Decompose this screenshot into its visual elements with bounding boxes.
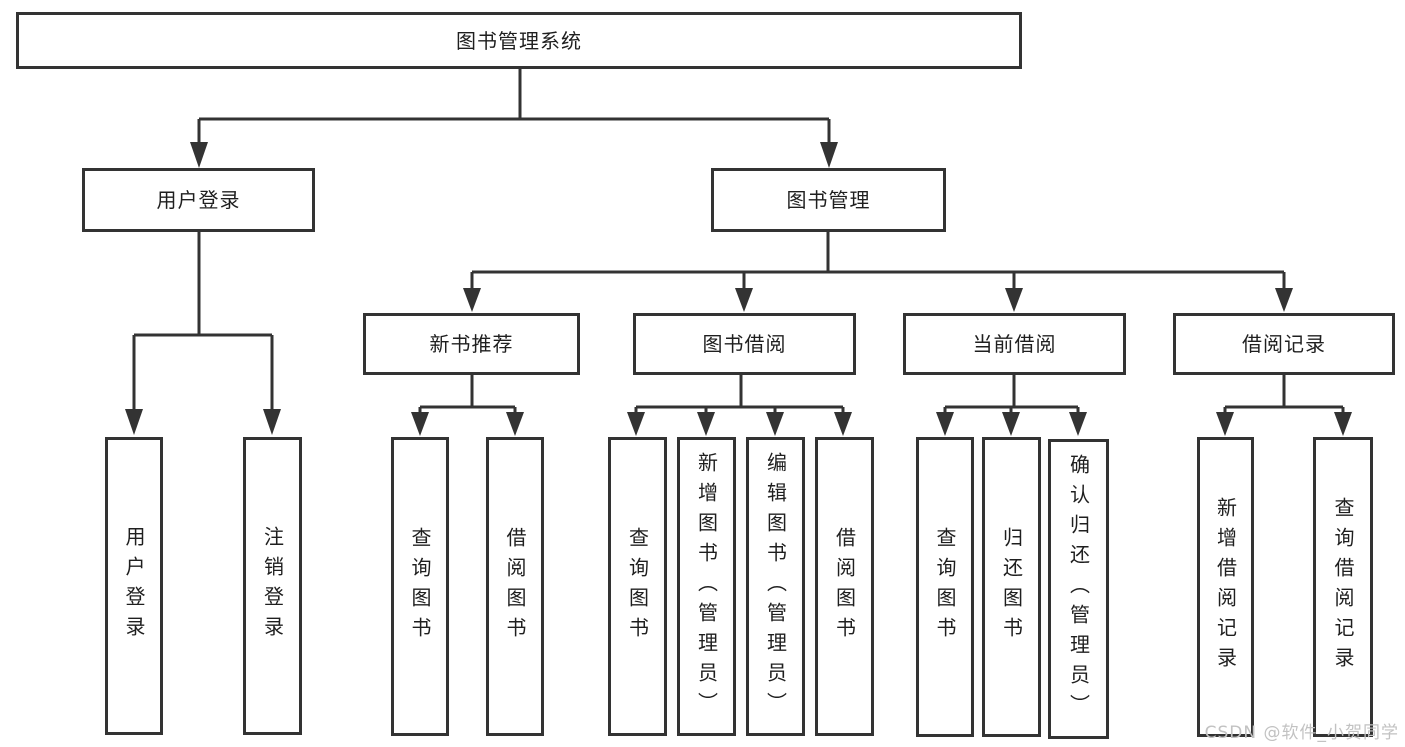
node-borrow-books-borrowing-label: 借阅图书 <box>832 526 857 647</box>
arrowhead <box>834 412 852 436</box>
node-current-borrowing-label: 当前借阅 <box>972 332 1057 356</box>
edge-current-borrowing-to-children <box>936 375 1087 436</box>
node-query-books-recommend: 查询图书 <box>391 437 449 736</box>
node-borrow-books-recommend: 借阅图书 <box>486 437 544 736</box>
node-add-borrow-record-label: 新增借阅记录 <box>1213 497 1238 677</box>
arrowhead <box>1002 412 1020 436</box>
node-query-books-borrowing-label: 查询图书 <box>625 526 650 647</box>
node-logout-action: 注销登录 <box>243 437 302 735</box>
node-query-borrow-record-label: 查询借阅记录 <box>1331 497 1355 677</box>
arrowhead <box>697 412 715 436</box>
watermark: CSDN @软件_小贺同学 <box>1204 723 1399 743</box>
node-borrowing-records: 借阅记录 <box>1173 313 1395 375</box>
arrowhead <box>766 412 784 436</box>
node-borrow-books-borrowing: 借阅图书 <box>815 437 874 736</box>
node-return-books-label: 归还图书 <box>999 527 1024 647</box>
arrowhead <box>820 142 838 168</box>
arrowhead <box>263 409 281 435</box>
node-edit-books-admin-label: 编辑图书（管理员） <box>763 451 788 722</box>
node-query-books-current: 查询图书 <box>916 437 974 737</box>
arrowhead <box>735 288 753 312</box>
node-user-login-action-label: 用户登录 <box>122 526 146 646</box>
arrowhead <box>411 412 429 436</box>
edge-borrowing-records-to-children <box>1216 375 1352 436</box>
node-confirm-return-admin: 确认归还（管理员） <box>1048 439 1109 739</box>
node-root-label: 图书管理系统 <box>456 28 582 53</box>
node-add-borrow-record: 新增借阅记录 <box>1197 437 1254 737</box>
node-new-book-recommend: 新书推荐 <box>363 313 580 375</box>
node-book-borrowing-label: 图书借阅 <box>702 332 787 356</box>
node-user-login-label: 用户登录 <box>156 188 241 212</box>
arrowhead <box>190 142 208 168</box>
arrowhead <box>627 412 645 436</box>
edge-user-login-to-children <box>125 232 281 435</box>
node-book-management-label: 图书管理 <box>786 188 871 212</box>
edge-new-book-recommend-to-children <box>411 375 524 436</box>
node-book-management: 图书管理 <box>711 168 946 232</box>
node-new-book-recommend-label: 新书推荐 <box>429 332 514 356</box>
arrowhead <box>936 412 954 436</box>
arrowhead <box>1005 288 1023 312</box>
node-return-books: 归还图书 <box>982 437 1041 737</box>
node-user-login: 用户登录 <box>82 168 315 232</box>
arrowhead <box>1216 412 1234 436</box>
node-query-books-recommend-label: 查询图书 <box>408 526 432 647</box>
node-query-borrow-record: 查询借阅记录 <box>1313 437 1373 737</box>
arrowhead <box>1275 288 1293 312</box>
node-user-login-action: 用户登录 <box>105 437 163 735</box>
node-borrow-books-recommend-label: 借阅图书 <box>503 526 527 647</box>
node-root: 图书管理系统 <box>16 12 1022 69</box>
arrowhead <box>463 288 481 312</box>
node-current-borrowing: 当前借阅 <box>903 313 1126 375</box>
node-edit-books-admin: 编辑图书（管理员） <box>746 437 805 736</box>
node-confirm-return-admin-label: 确认归还（管理员） <box>1066 454 1091 724</box>
node-add-books-admin-label: 新增图书（管理员） <box>694 451 719 722</box>
edge-book-management-to-level3 <box>463 232 1293 312</box>
arrowhead <box>125 409 143 435</box>
node-add-books-admin: 新增图书（管理员） <box>677 437 736 736</box>
edge-root-to-level2 <box>190 69 838 168</box>
arrowhead <box>1069 412 1087 436</box>
node-query-books-borrowing: 查询图书 <box>608 437 667 736</box>
node-book-borrowing: 图书借阅 <box>633 313 856 375</box>
node-query-books-current-label: 查询图书 <box>933 527 957 647</box>
edge-book-borrowing-to-children <box>627 375 852 436</box>
node-borrowing-records-label: 借阅记录 <box>1242 332 1326 356</box>
node-logout-action-label: 注销登录 <box>260 526 285 646</box>
arrowhead <box>506 412 524 436</box>
arrowhead <box>1334 412 1352 436</box>
